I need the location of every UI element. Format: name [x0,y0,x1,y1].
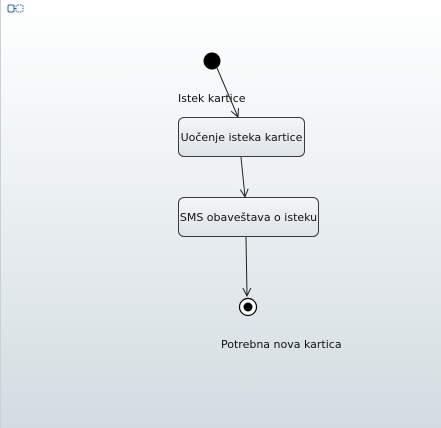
activity-label: Uočenje isteka kartice [180,130,303,144]
initial-event-label: Istek kartice [178,92,246,105]
activity-uocenje-isteka-kartice[interactable]: Uočenje isteka kartice [178,117,305,157]
initial-node[interactable] [203,52,221,70]
final-node[interactable] [238,297,258,317]
transition-activity-1-to-activity-2[interactable] [241,156,245,197]
transition-activity-2-to-final[interactable] [246,236,247,296]
activity-sms-obavestava-o-isteku[interactable]: SMS obaveštava o isteku [178,197,319,237]
activity-label: SMS obaveštava o isteku [179,210,318,224]
activity-diagram-icon[interactable] [7,3,25,15]
transition-initial-to-activity-1[interactable] [216,67,238,117]
final-outcome-label: Potrebna nova kartica [221,338,342,351]
